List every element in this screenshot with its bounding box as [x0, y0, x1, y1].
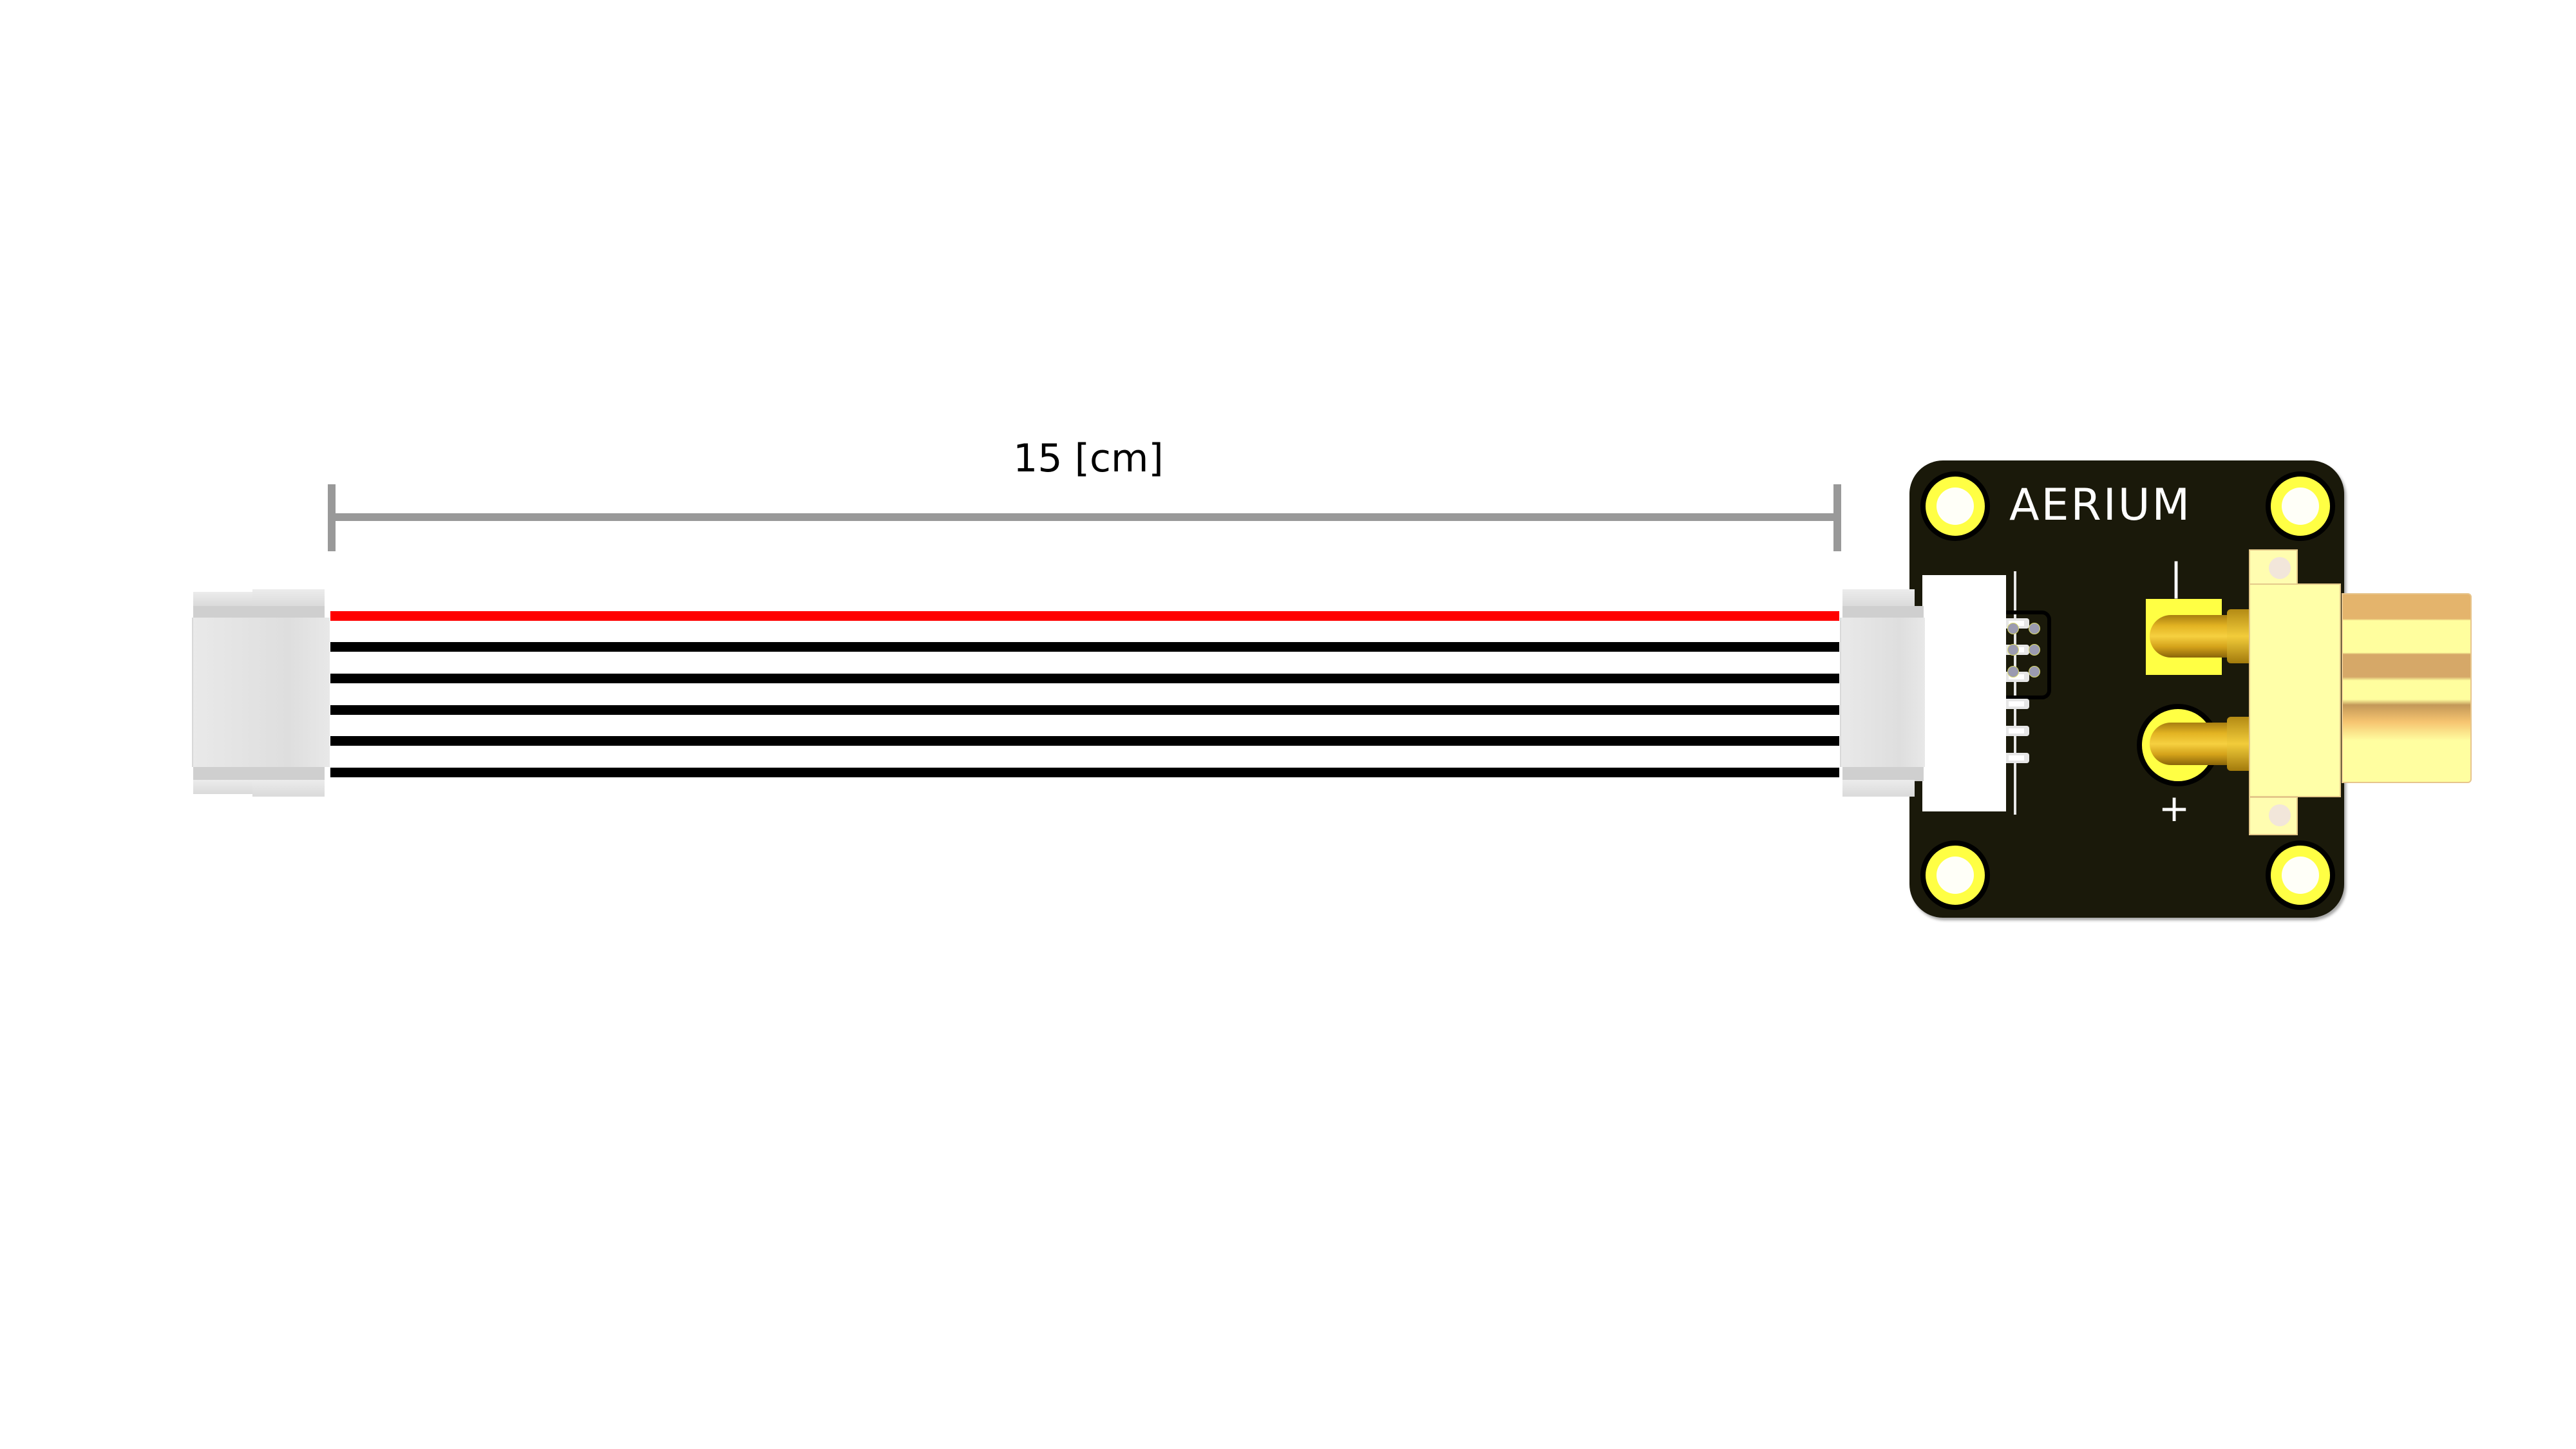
power-connector-barrel	[2342, 593, 2472, 783]
mounting-hole-top-right	[2266, 471, 2335, 541]
connector-body	[192, 618, 330, 767]
connector-body	[1840, 618, 1925, 767]
mounting-hole-top-left	[1920, 471, 1990, 541]
negative-pin	[2150, 615, 2228, 658]
via	[2029, 644, 2040, 656]
flange-hole	[2269, 557, 2291, 579]
wire-black	[330, 705, 1839, 715]
via	[2007, 623, 2019, 634]
connector-rail	[193, 767, 325, 781]
left-cable-connector	[192, 589, 330, 797]
wire-black	[330, 674, 1839, 683]
via	[2029, 623, 2040, 634]
power-connector-flange-bottom	[2249, 797, 2298, 835]
header-silkscreen-outline	[1978, 571, 2016, 815]
connector-latch	[252, 589, 325, 607]
positive-label: +	[2158, 786, 2190, 830]
connector-latch	[1842, 780, 1915, 797]
wire-black	[330, 642, 1839, 652]
connector-latch	[193, 592, 252, 606]
wire-black	[330, 736, 1839, 746]
mounting-hole-bottom-left	[1920, 840, 1990, 910]
dimension-tick-left	[328, 484, 336, 551]
header-housing	[1922, 575, 2006, 811]
header-keepout-box	[2006, 611, 2051, 699]
power-connector-body	[2249, 583, 2341, 797]
connector-latch	[1842, 589, 1915, 607]
flange-hole	[2269, 804, 2291, 826]
header-pin	[2006, 699, 2029, 709]
dimension-tick-right	[1833, 484, 1841, 551]
wire-red	[330, 611, 1839, 621]
via	[2029, 666, 2040, 677]
header-pin	[2006, 726, 2029, 736]
connector-latch	[252, 780, 325, 797]
power-connector-flange-top	[2249, 549, 2298, 588]
connector-rail	[1842, 767, 1924, 781]
header-pin	[2006, 753, 2029, 763]
right-cable-connector	[1840, 589, 1925, 797]
dimension-label: 15 [cm]	[1013, 436, 1164, 481]
positive-pin	[2150, 723, 2228, 765]
via	[2007, 666, 2019, 677]
negative-pin-collar	[2227, 609, 2249, 663]
dimension-line	[332, 513, 1837, 521]
wire-black	[330, 768, 1839, 777]
negative-label: |	[2170, 555, 2183, 599]
mounting-hole-bottom-right	[2266, 840, 2335, 910]
positive-pin-collar	[2227, 717, 2249, 771]
connector-latch	[193, 780, 252, 794]
brand-logo: AERIUM	[2009, 480, 2192, 531]
via	[2007, 644, 2019, 656]
